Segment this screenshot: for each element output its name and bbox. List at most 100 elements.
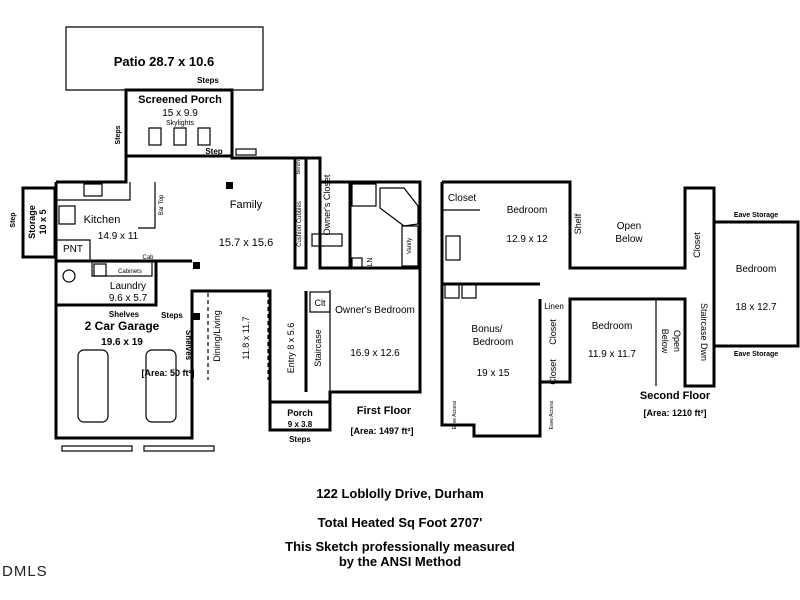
skylight-2 <box>173 127 187 146</box>
bench-wall <box>293 158 308 270</box>
first-floor-area: [Area: 1497 ft²] <box>350 426 413 436</box>
open-below-b2: Below <box>660 329 670 354</box>
front-porch-outline <box>268 400 332 432</box>
bar-top <box>138 182 156 229</box>
porch-dim: 9 x 3.8 <box>288 420 313 429</box>
porch-steps-left: Steps <box>115 125 122 144</box>
heated-sqft-line: Total Heated Sq Foot 2707' <box>317 515 483 530</box>
washer-dryer <box>311 233 343 247</box>
closet-b1: Closet <box>548 319 558 345</box>
bedroom-c-dim: 18 x 12.7 <box>735 302 777 313</box>
dining-living-dim: 11.8 x 11.7 <box>241 316 251 359</box>
family-dim: 15.7 x 15.6 <box>219 237 273 249</box>
measured-note-1: This Sketch professionally measured <box>285 539 515 554</box>
toilet <box>351 257 363 269</box>
linen-label: Linen <box>544 302 564 311</box>
measured-note-2: by the ANSI Method <box>338 554 462 569</box>
washer <box>93 263 107 277</box>
open-below-b: Open <box>672 330 682 352</box>
shelves-label-b: Shelves <box>184 330 193 361</box>
ln-label: LN <box>367 258 374 267</box>
sink <box>83 183 103 197</box>
garage-door-1 <box>61 445 133 452</box>
bath-tub <box>379 187 419 227</box>
bedroom-a-label: Bedroom <box>507 205 548 216</box>
dining-living-label: Dining/Living <box>212 310 222 362</box>
storage-step: Step <box>10 212 17 227</box>
second-floor-title: Second Floor <box>640 390 711 402</box>
garage-door-2 <box>143 445 215 452</box>
clt-label: Clt <box>315 298 326 308</box>
stove <box>58 205 76 225</box>
garage-dim: 19.6 x 19 <box>101 337 143 348</box>
garage-post <box>62 269 76 283</box>
laundry-cabinets <box>91 261 153 277</box>
bonus-label-2: Bedroom <box>473 337 514 348</box>
eave-storage-bottom: Eave Storage <box>734 351 778 358</box>
clt-box <box>309 291 331 313</box>
upper-tub <box>445 235 461 261</box>
column-3 <box>226 182 233 189</box>
shelf-label: Shelf <box>573 213 583 234</box>
upper-bath-sink <box>444 283 460 299</box>
staircase-dwn-label: Staircase Dwn <box>699 303 709 361</box>
kitchen-dim: 14.9 x 11 <box>98 231 139 242</box>
garage-label: 2 Car Garage <box>85 319 160 333</box>
column-2 <box>193 313 200 320</box>
eave-access-b: Eave Access <box>549 400 555 429</box>
bedroom-c-label: Bedroom <box>736 264 777 275</box>
car-1 <box>77 349 109 423</box>
vanity-label: Vanity <box>407 238 413 254</box>
kitchen-label: Kitchen <box>84 214 121 226</box>
skylight-3 <box>197 127 211 146</box>
cabinets-label: Cabinets <box>118 269 142 275</box>
laundry-dim: 9.6 x 5.7 <box>109 293 148 304</box>
upper-bath-sink-2 <box>461 283 477 299</box>
screened-porch-dim: 15 x 9.9 <box>162 108 198 119</box>
bench-label: Bench <box>296 160 302 174</box>
open-below-a: Open <box>617 221 641 232</box>
closet-vert-label: Closet <box>692 232 702 258</box>
owners-bedroom-dim: 16.9 x 12.6 <box>350 348 400 359</box>
storage-label: Storage <box>27 205 37 239</box>
storage-dim: 10 x 5 <box>38 209 48 234</box>
garage-steps-label: Steps <box>161 311 183 320</box>
bonus-label: Bonus/ <box>471 324 502 335</box>
garage-area: [Area: 50 ft²] <box>141 368 194 378</box>
car-2 <box>145 349 177 423</box>
vanity <box>401 225 419 267</box>
staircase-label: Staircase <box>313 329 323 367</box>
eave-storage-top: Eave Storage <box>734 212 778 219</box>
second-floor-outline <box>440 180 800 438</box>
eave-access-a: Eave Access <box>452 400 458 429</box>
cab-label: Cab <box>142 255 154 261</box>
owners-closet-label: Owner's Closet <box>322 174 332 235</box>
pantry-wall <box>56 239 91 261</box>
shower <box>351 183 377 207</box>
second-floor-area: [Area: 1210 ft²] <box>643 408 706 418</box>
bar-top-label: Bar Top <box>159 194 165 215</box>
screened-porch-label: Screened Porch <box>138 94 222 106</box>
bonus-dim: 19 x 15 <box>477 368 510 379</box>
skylights-label: Skylights <box>166 120 195 127</box>
laundry-label: Laundry <box>110 281 146 292</box>
column-1 <box>193 262 200 269</box>
bedroom-b-label: Bedroom <box>592 321 633 332</box>
patio-label: Patio 28.7 x 10.6 <box>114 54 214 69</box>
porch-steps-label: Steps <box>289 435 311 444</box>
kitchen-counter <box>55 182 131 201</box>
shelves-label-a: Shelves <box>109 310 140 319</box>
skylight-1 <box>148 127 162 146</box>
entry-label: Entry 8 x 5.6 <box>286 323 296 374</box>
owners-closet-wall <box>318 182 352 270</box>
upper-closet-label: Closet <box>448 193 477 204</box>
patio-outline <box>65 26 264 91</box>
closet-b2: Closet <box>548 359 558 385</box>
patio-steps-label: Steps <box>197 76 219 85</box>
owners-bedroom-label: Owner's Bedroom <box>335 305 415 316</box>
bedroom-b-dim: 11.9 x 11.7 <box>588 349 636 360</box>
step-label: Step <box>205 147 222 156</box>
family-label: Family <box>230 199 263 211</box>
open-below-a2: Below <box>615 234 643 245</box>
